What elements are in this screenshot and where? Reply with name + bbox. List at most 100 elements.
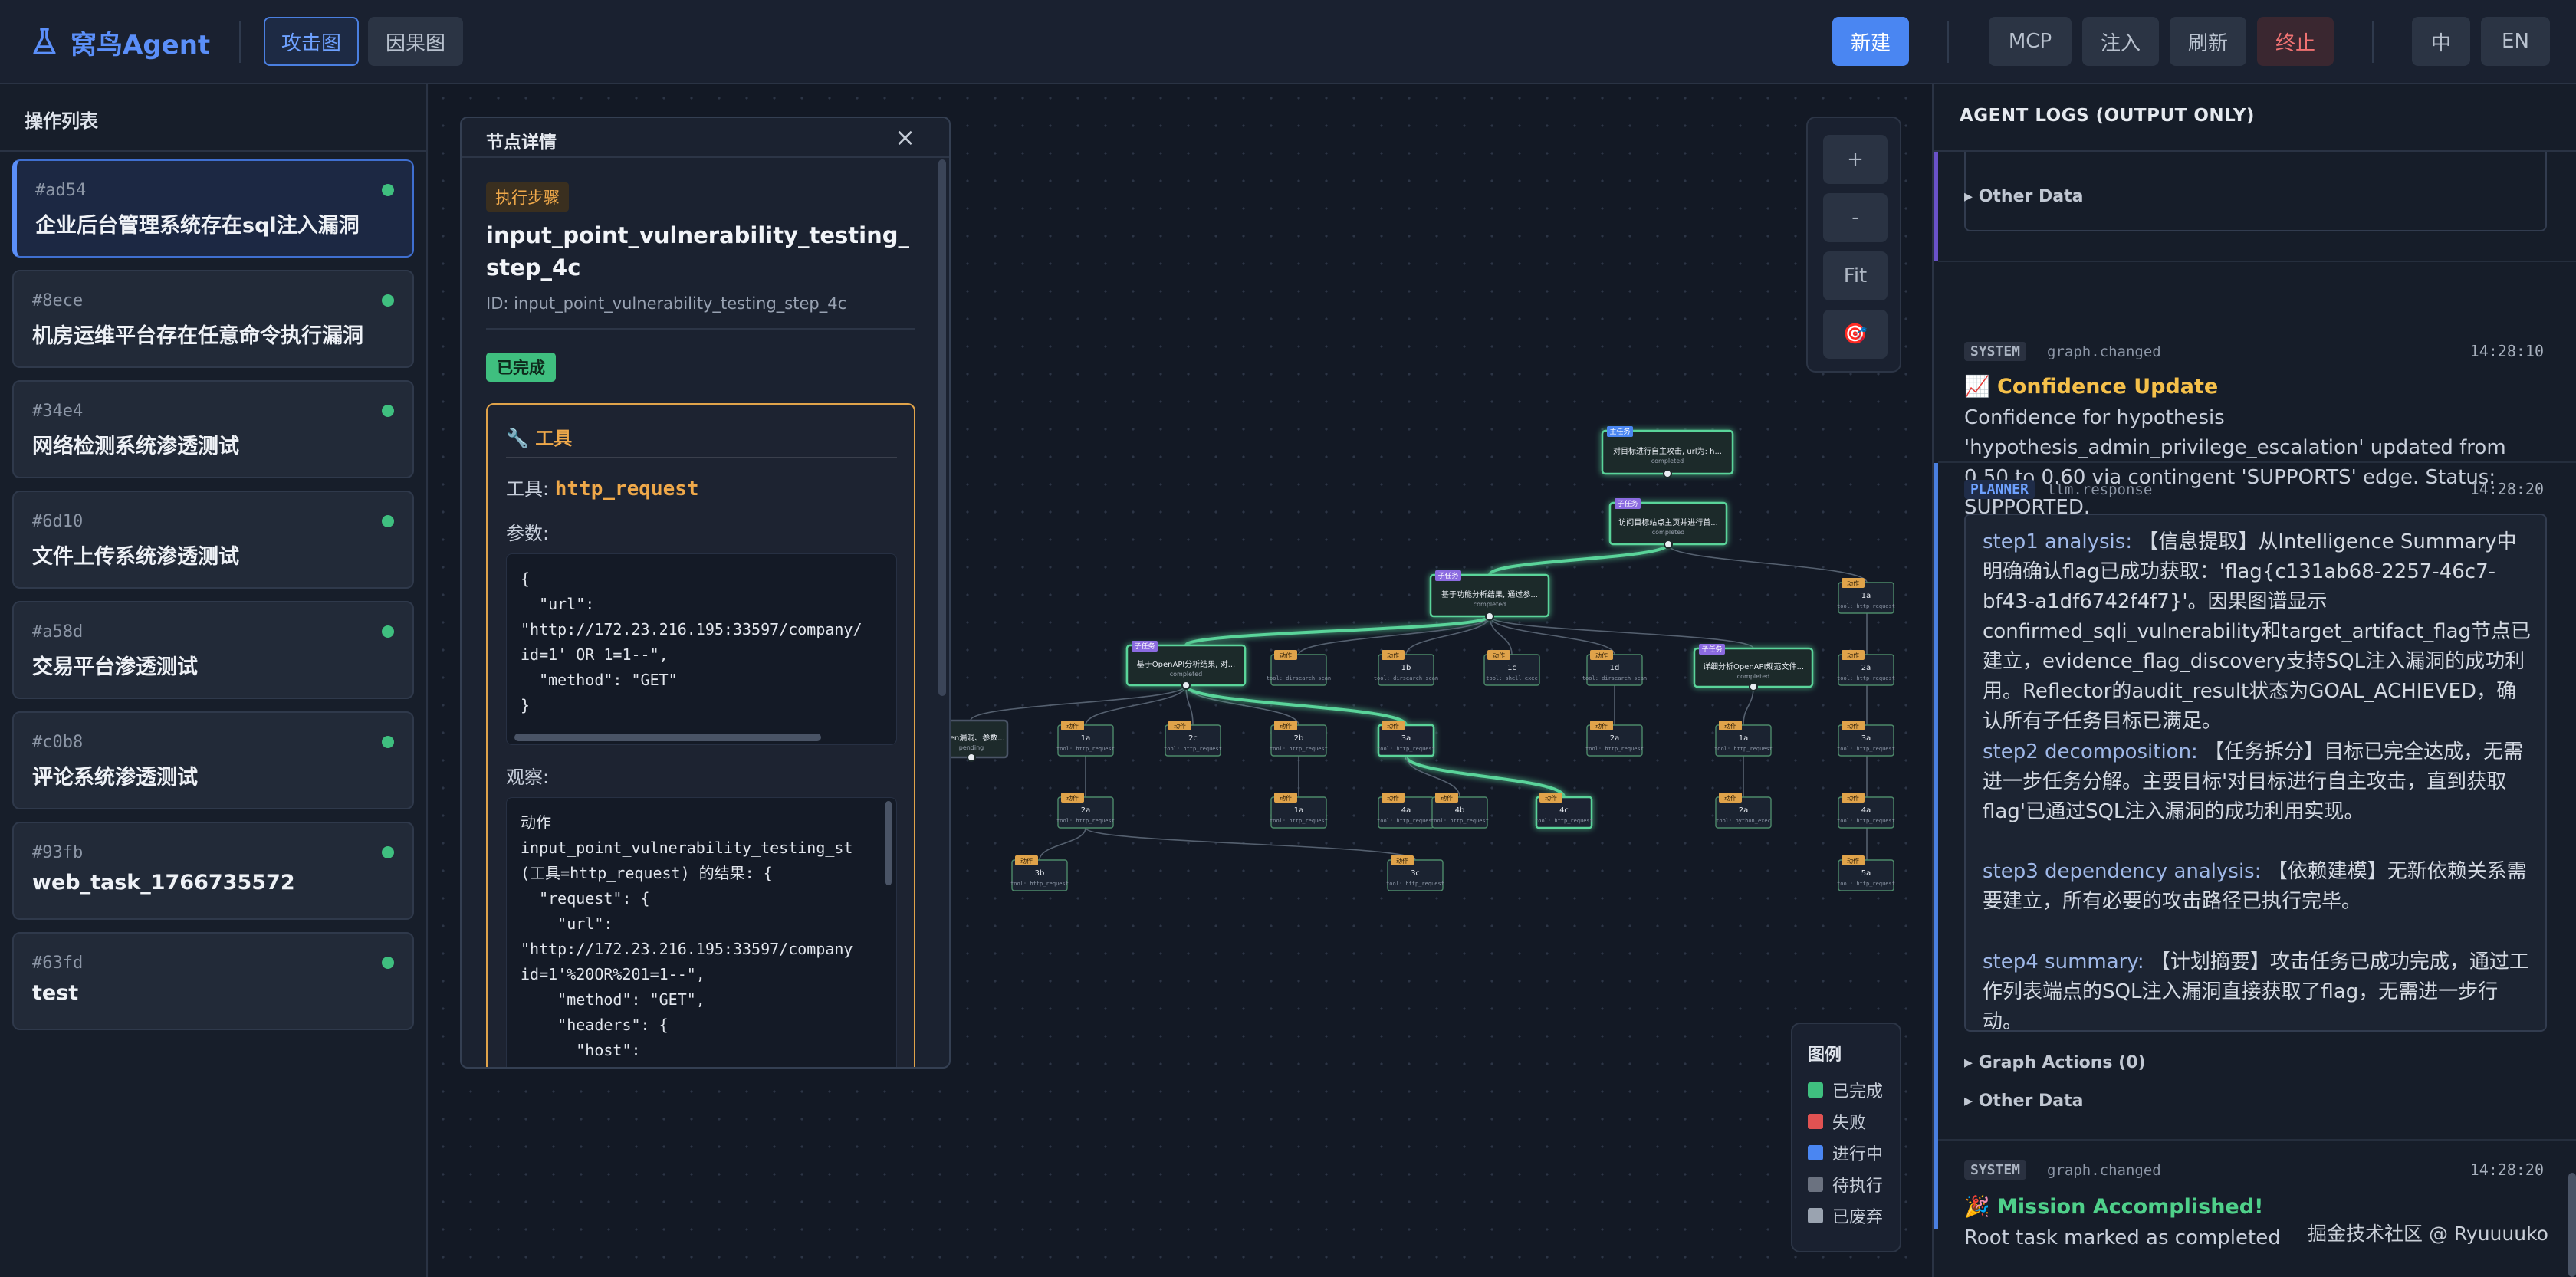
- operation-card[interactable]: #93fb web_task_1766735572: [12, 822, 414, 920]
- scrollbar[interactable]: [2568, 1173, 2576, 1277]
- graph-edge: [1743, 686, 1754, 726]
- zoom-out-button[interactable]: -: [1823, 193, 1888, 242]
- observation-code[interactable]: 动作 input_point_vulnerability_testing_st …: [506, 797, 897, 1067]
- graph-actions-toggle[interactable]: ▸ Graph Actions (0): [1964, 1053, 2146, 1072]
- zoom-in-button[interactable]: +: [1823, 135, 1888, 184]
- action-node-label: 1c: [1507, 664, 1516, 672]
- operation-card[interactable]: #c0b8 评论系统渗透测试: [12, 711, 414, 809]
- task-node-tag-bg: [1699, 644, 1725, 655]
- legend-swatch: [1808, 1114, 1823, 1129]
- operation-card[interactable]: #ad54 企业后台管理系统存在sql注入漏洞: [12, 159, 414, 258]
- lang-en-button[interactable]: EN: [2481, 17, 2550, 66]
- scrollbar[interactable]: [886, 801, 892, 885]
- task-node-text: 基于OpenAPI分析结果, 对...: [1137, 659, 1235, 669]
- stop-button[interactable]: 终止: [2257, 17, 2334, 66]
- log-box: [1964, 152, 2547, 231]
- log-event: llm.response: [2047, 481, 2153, 498]
- operation-card[interactable]: #63fd test: [12, 932, 414, 1030]
- action-node-label: 4b: [1455, 806, 1465, 815]
- other-data-toggle[interactable]: ▸ Other Data: [1964, 187, 2084, 206]
- action-node-tool: tool: http_request: [1270, 818, 1328, 824]
- action-node-tag: 动作: [1280, 794, 1292, 802]
- task-node-status: completed: [1652, 529, 1684, 536]
- task-node-text: 基于功能分析结果, 通过参...: [1441, 589, 1538, 599]
- action-node-label: 2c: [1188, 734, 1198, 743]
- params-code[interactable]: { "url": "http://172.23.216.195:33597/co…: [506, 553, 897, 745]
- tool-section: 🔧 工具 工具: http_request 参数: { "url": "http…: [486, 403, 915, 1067]
- legend-label: 失败: [1832, 1114, 1867, 1133]
- scrollbar[interactable]: [514, 734, 821, 741]
- planner-step-text: 【任务拆分】目标已完全达成，无需进一步任务分解。主要目标'对目标进行自主攻击，直…: [1983, 740, 2524, 823]
- action-node-tag-bg: [1842, 793, 1865, 803]
- scrollbar[interactable]: [938, 159, 946, 696]
- action-node-tool: tool: http_request: [1270, 746, 1328, 752]
- other-data-toggle[interactable]: ▸ Other Data: [1964, 1092, 2084, 1111]
- action-node-tool: tool: http_request: [1837, 675, 1895, 681]
- task-node-status: pending: [959, 744, 984, 751]
- refresh-button[interactable]: 刷新: [2170, 17, 2246, 66]
- legend-item: 待执行: [1808, 1172, 1883, 1197]
- close-icon[interactable]: ×: [895, 123, 915, 152]
- observation-label: 观察:: [506, 767, 550, 788]
- action-node-box: [1838, 859, 1894, 891]
- new-button[interactable]: 新建: [1832, 17, 1909, 66]
- graph-canvas[interactable]: 主任务对目标进行自主攻击, url为: h...completed 子任务访问目标…: [429, 84, 1932, 1277]
- action-node-box: [1378, 654, 1434, 686]
- operation-card[interactable]: #8ece 机房运维平台存在任意命令执行漏洞: [12, 270, 414, 368]
- planner-step-key: step3 dependency analysis:: [1983, 860, 2262, 883]
- header-divider: [239, 21, 241, 63]
- task-node[interactable]: token漏洞、参数...pending: [934, 719, 1009, 762]
- operation-card[interactable]: #a58d 交易平台渗透测试: [12, 601, 414, 699]
- operation-card[interactable]: #6d10 文件上传系统渗透测试: [12, 491, 414, 589]
- action-node-box: [1270, 796, 1327, 829]
- lang-zh-button[interactable]: 中: [2412, 17, 2470, 66]
- log-accent: [1934, 152, 1938, 261]
- fit-button[interactable]: Fit: [1823, 251, 1888, 300]
- operation-card[interactable]: #34e4 网络检测系统渗透测试: [12, 380, 414, 478]
- observation-code-text: 动作 input_point_vulnerability_testing_st …: [521, 813, 853, 1059]
- mcp-button[interactable]: MCP: [1989, 17, 2072, 66]
- node-port: [1749, 682, 1758, 691]
- tab-attack-graph[interactable]: 攻击图: [264, 17, 359, 66]
- legend-swatch: [1808, 1177, 1823, 1192]
- status-dot: [382, 957, 394, 969]
- tab-causal-graph[interactable]: 因果图: [368, 17, 463, 66]
- action-node-tag-bg: [1061, 793, 1084, 803]
- action-node-tool: tool: http_request: [1056, 746, 1115, 752]
- action-node-tag: 动作: [1066, 722, 1079, 730]
- inject-button[interactable]: 注入: [2082, 17, 2159, 66]
- target-icon[interactable]: 🎯: [1823, 310, 1888, 359]
- action-node-tag-bg: [1719, 721, 1742, 730]
- log-body: Confidence for hypothesis 'hypothesis_ad…: [1964, 406, 2506, 519]
- log-event: graph.changed: [2047, 1162, 2161, 1179]
